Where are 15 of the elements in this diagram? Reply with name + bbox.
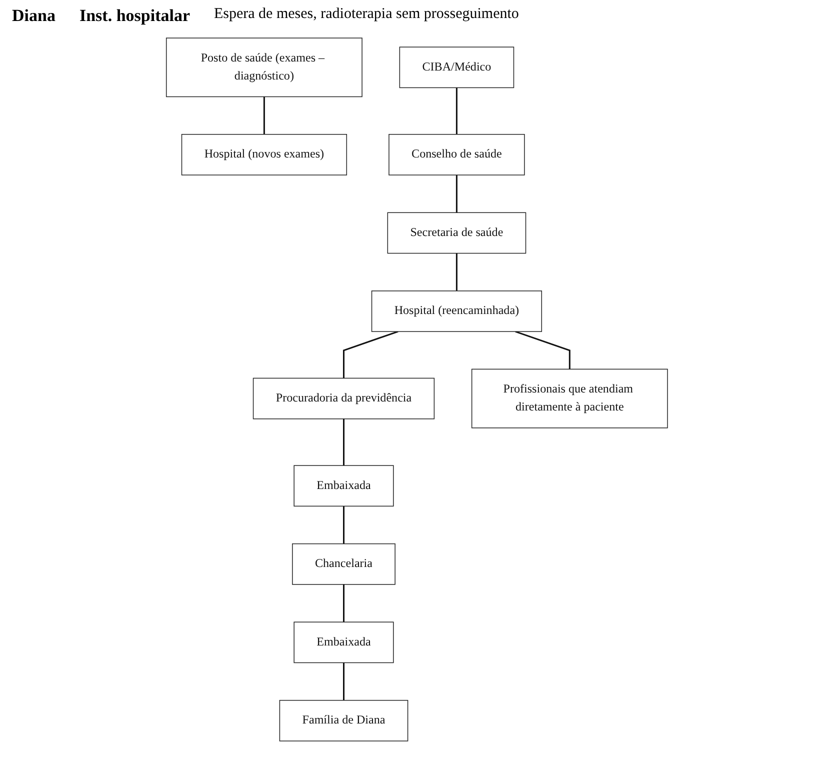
process-box: Embaixada (293, 465, 394, 507)
process-box: Família de Diana (278, 700, 408, 742)
process-box: CIBA/Médico (398, 46, 514, 88)
process-box: Chancelaria (292, 543, 395, 585)
process-box: Hospital (novos exames) (180, 134, 347, 176)
process-box: Embaixada (293, 622, 394, 664)
process-box: Conselho de saúde (388, 134, 524, 176)
process-box: Posto de saúde (exames – diagnóstico) (166, 38, 362, 98)
process-box: Secretaria de saúde (386, 212, 526, 254)
column-heading: Diana (12, 6, 56, 26)
process-box: Procuradoria da previdência (252, 378, 434, 420)
column-heading: Inst. hospitalar (79, 6, 190, 26)
process-box: Profissionais que atendiam diretamente à paciente (471, 368, 668, 428)
note-text: Espera de meses, radioterapia sem prosseguimento (214, 6, 519, 24)
process-box: Hospital (reencaminhada) (370, 290, 542, 332)
